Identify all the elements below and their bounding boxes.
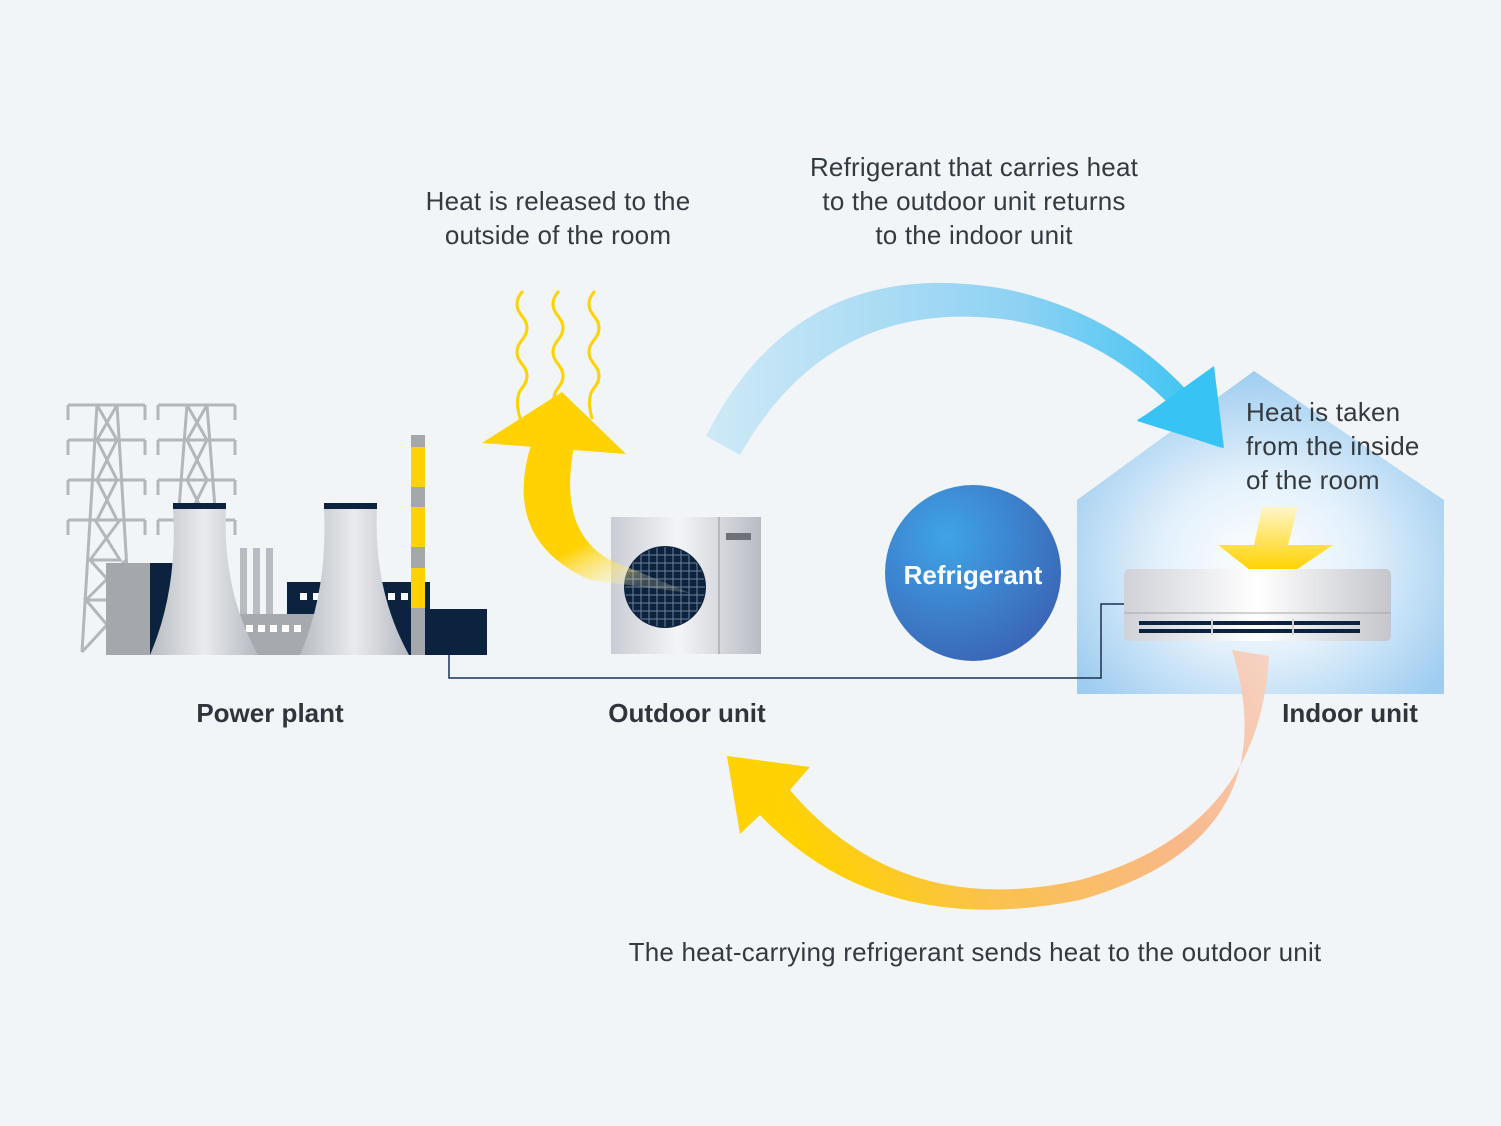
indoor-unit-label: Indoor unit [1282,698,1418,728]
indoor-unit-illustration [1124,507,1391,641]
refrigerant-circle [885,485,1061,661]
caption-line: to the indoor unit [875,220,1073,250]
heat-release-arrow [482,392,690,593]
heat-taken-caption: Heat is taken from the inside of the roo… [1246,395,1466,497]
caption-line: Heat is released to the [425,186,691,216]
caption-line: Heat is taken [1246,397,1401,427]
refrigerant-returns-caption: Refrigerant that carries heat to the out… [764,150,1184,252]
caption-line: outside of the room [444,220,672,250]
heat-released-caption: Heat is released to the outside of the r… [388,184,728,252]
heat-sent-caption: The heat-carrying refrigerant sends heat… [628,937,1322,967]
power-plant-label: Power plant [196,698,344,728]
caption-line: to the outdoor unit returns [822,186,1126,216]
return-arrow-blue [706,282,1224,455]
caption-line: from the inside [1246,431,1420,461]
heat-waves-icon [515,290,601,420]
outdoor-unit-label: Outdoor unit [608,698,766,728]
heat-intake-arrow [1218,507,1333,570]
refrigerant-label: Refrigerant [904,560,1043,590]
caption-line: of the room [1246,465,1380,495]
power-plant-illustration [66,403,487,655]
send-heat-arrow [727,650,1269,910]
power-line [448,603,1124,679]
caption-line: Refrigerant that carries heat [809,152,1139,182]
